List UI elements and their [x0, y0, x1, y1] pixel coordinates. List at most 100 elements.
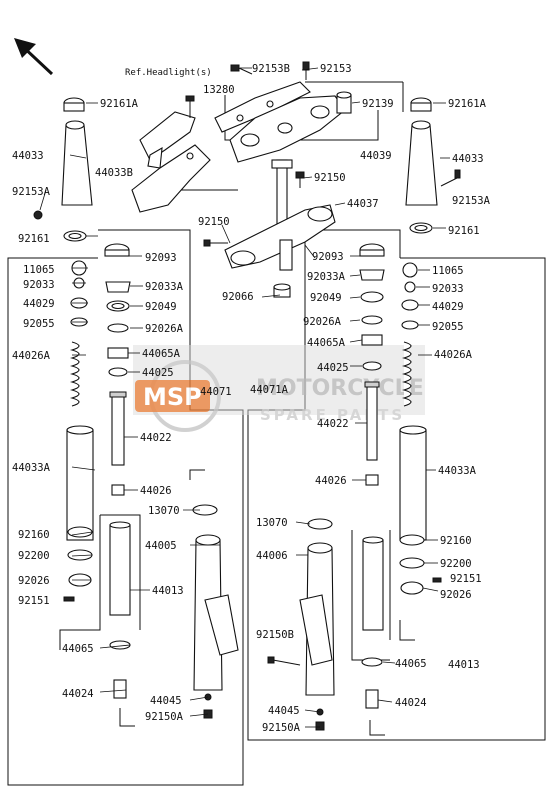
steering-stem-44037 [224, 159, 336, 271]
label-92151-right: 92151 [450, 573, 482, 585]
label-92049-left: 92049 [145, 301, 177, 313]
label-13070-right: 13070 [256, 517, 288, 529]
right-fork-upper-parts [307, 243, 385, 530]
label-44026-left: 44026 [140, 485, 172, 497]
label-44029-right: 44029 [432, 301, 464, 313]
label-92153A-left: 92153A [12, 186, 51, 198]
label-92033A-left: 92033A [145, 281, 184, 293]
part-labels: Ref.Headlight(s) 92153B 92153 13280 9213… [12, 63, 491, 734]
label-92093-left: 92093 [145, 252, 177, 264]
label-44039: 44039 [360, 150, 392, 162]
watermark-brand: MSP [143, 383, 202, 411]
label-44026A-right: 44026A [434, 349, 473, 361]
label-44065-right: 44065 [395, 658, 427, 670]
label-92160-right: 92160 [440, 535, 472, 547]
label-44029-left: 44029 [23, 298, 55, 310]
cap-92161A-right [410, 97, 432, 112]
label-44024-right: 44024 [395, 697, 427, 709]
label-92151-left: 92151 [18, 595, 50, 607]
label-92200-left: 92200 [18, 550, 50, 562]
left-fork-outer-tube-44005 [193, 534, 239, 719]
top-cover-13280 [214, 81, 311, 133]
label-44071: 44071 [200, 386, 232, 398]
label-44033-right: 44033 [452, 153, 484, 165]
label-44033A-right: 44033A [438, 465, 477, 477]
label-92161-right: 92161 [448, 225, 480, 237]
label-44033-left: 44033 [12, 150, 44, 162]
label-92033-left: 92033 [23, 279, 55, 291]
label-92153: 92153 [320, 63, 352, 75]
front-direction-arrow-icon [14, 38, 54, 76]
label-44005: 44005 [145, 540, 177, 552]
bolt-92150-lower [203, 239, 228, 247]
label-11065-right: 11065 [432, 265, 464, 277]
label-44026A-left: 44026A [12, 350, 51, 362]
label-44022-right: 44022 [317, 418, 349, 430]
ref-headlight-label: Ref.Headlight(s) [125, 68, 212, 78]
bolt-92153B [230, 64, 253, 75]
left-fork-bushings [109, 521, 131, 699]
label-13280: 13280 [203, 84, 235, 96]
label-92055-left: 92055 [23, 318, 55, 330]
label-44022-left: 44022 [140, 432, 172, 444]
label-92026-left: 92026 [18, 575, 50, 587]
watermark-brand-badge [135, 380, 210, 412]
label-44033B: 44033B [95, 167, 133, 179]
label-44006: 44006 [256, 550, 288, 562]
label-44026-right: 44026 [315, 475, 347, 487]
cap-92161A-left [63, 97, 85, 112]
ring-92161-left [63, 230, 87, 242]
label-44065A-left: 44065A [142, 348, 181, 360]
label-11065-left: 11065 [23, 264, 55, 276]
label-92066: 92066 [222, 291, 254, 303]
label-92026A-right: 92026A [303, 316, 342, 328]
cover-44033-right [405, 120, 438, 206]
label-44025-right: 44025 [317, 362, 349, 374]
ring-92161-right [409, 222, 433, 234]
label-92150B: 92150B [256, 629, 294, 641]
label-92161A-right: 92161A [448, 98, 487, 110]
label-44013-left: 44013 [152, 585, 184, 597]
label-92033-right: 92033 [432, 283, 464, 295]
part-92066 [273, 283, 291, 298]
label-44025-left: 44025 [142, 367, 174, 379]
label-44024-left: 44024 [62, 688, 94, 700]
label-92033A-right: 92033A [307, 271, 346, 283]
label-92150A-right: 92150A [262, 722, 301, 734]
label-44037: 44037 [347, 198, 379, 210]
cover-44033B [131, 144, 211, 213]
label-44045-left: 44045 [150, 695, 182, 707]
leader-lines [39, 67, 450, 728]
label-13070-left: 13070 [148, 505, 180, 517]
label-92150-upper: 92150 [314, 172, 346, 184]
label-92161A-left: 92161A [100, 98, 139, 110]
right-fork-bushings [361, 536, 384, 709]
right-fork-small-parts [399, 262, 442, 595]
label-92026-right: 92026 [440, 589, 472, 601]
collar-92139 [336, 91, 352, 114]
label-44033A-left: 44033A [12, 462, 51, 474]
label-44065-left: 44065 [62, 643, 94, 655]
label-92150A-left: 92150A [145, 711, 184, 723]
watermark-line1: MOTORCYCLE [256, 376, 424, 401]
right-fork-outer-tube-44006 [267, 542, 335, 731]
label-44045-right: 44045 [268, 705, 300, 717]
label-44013-right: 44013 [448, 659, 480, 671]
left-fork-small-parts [63, 260, 94, 602]
bolt-92150-upper [295, 171, 305, 188]
label-92026A-left: 92026A [145, 323, 184, 335]
bolt-92153A-left [33, 210, 43, 220]
label-92160-left: 92160 [18, 529, 50, 541]
bolt-92153A-right [440, 169, 461, 187]
label-92161-left: 92161 [18, 233, 50, 245]
label-92055-right: 92055 [432, 321, 464, 333]
upper-bracket-44039 [229, 95, 346, 163]
label-92139: 92139 [362, 98, 394, 110]
label-92150-lower: 92150 [198, 216, 230, 228]
label-92049-right: 92049 [310, 292, 342, 304]
label-92093-right: 92093 [312, 251, 344, 263]
label-44071A: 44071A [250, 384, 289, 396]
label-44065A-right: 44065A [307, 337, 346, 349]
bolt-92153 [302, 61, 310, 80]
